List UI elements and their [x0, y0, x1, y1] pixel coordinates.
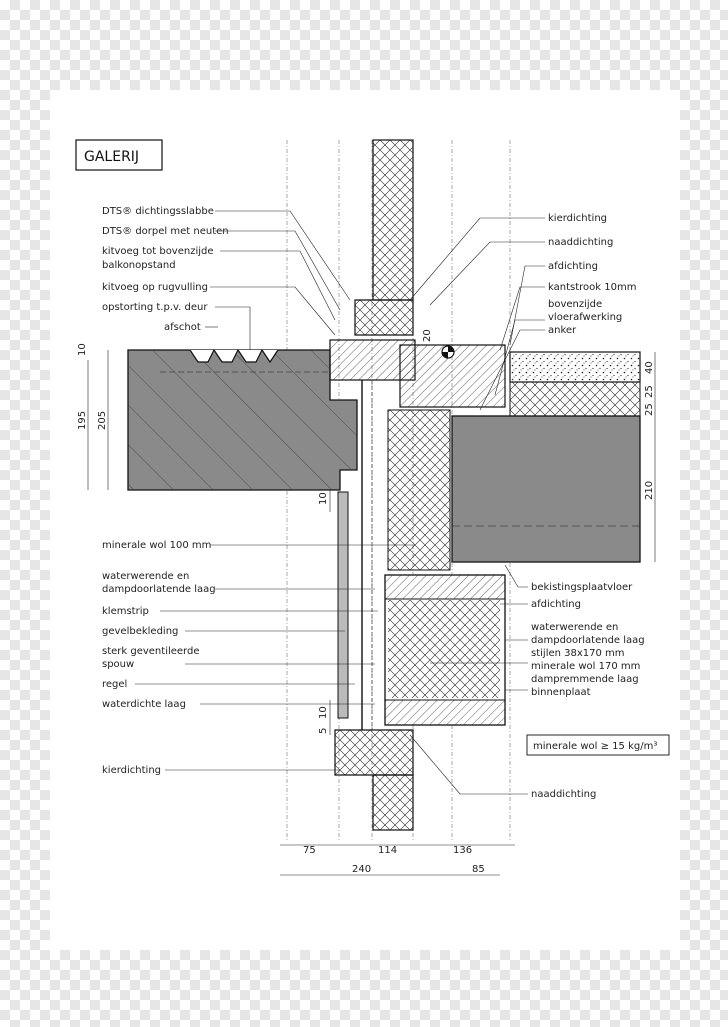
- infill-top-stud: [384, 574, 506, 600]
- dim-left-195: 195: [77, 411, 88, 430]
- label-right: afdichting: [548, 261, 598, 272]
- dim-bottom-85: 85: [472, 864, 485, 875]
- label-right: anker: [548, 325, 577, 336]
- label-right: naaddichting: [531, 789, 596, 800]
- label-left: waterdichte laag: [102, 699, 186, 710]
- dim-bottom-136: 136: [453, 845, 472, 856]
- infill-bottom-stud: [384, 699, 506, 726]
- dim-left-205: 205: [97, 411, 108, 430]
- label-right: kierdichting: [548, 213, 607, 224]
- infill-wool: [388, 600, 500, 698]
- label-right: naaddichting: [548, 237, 613, 248]
- label-right: kantstrook 10mm: [548, 282, 636, 293]
- gevelbekleding: [337, 491, 349, 719]
- dim-right-25b: 25: [644, 403, 655, 416]
- left-labels: DTS® dichtingsslabbe DTS® dorpel met neu…: [102, 206, 229, 776]
- dim-right-210: 210: [644, 481, 655, 500]
- label-right: afdichting: [531, 599, 581, 610]
- label-left: waterwerende en: [102, 571, 189, 582]
- label-left: DTS® dichtingsslabbe: [102, 206, 214, 217]
- label-right: minerale wol ≥ 15 kg/m³: [533, 741, 657, 752]
- right-leaders: [409, 217, 545, 795]
- label-right: waterwerende en: [531, 622, 618, 633]
- wall-top-base: [354, 299, 414, 336]
- label-left: spouw: [102, 659, 134, 670]
- label-left: minerale wol 100 mm: [102, 540, 211, 551]
- label-left: opstorting t.p.v. deur: [102, 302, 208, 313]
- dim-right-25a: 25: [644, 385, 655, 398]
- floor-finish: [509, 351, 641, 383]
- label-left: regel: [102, 679, 127, 690]
- label-left: kitvoeg op rugvulling: [102, 282, 208, 293]
- label-right: vloerafwerking: [548, 312, 622, 323]
- left-leaders: [135, 210, 415, 771]
- label-left: sterk geventileerde: [102, 646, 200, 657]
- floor-slab: [451, 415, 641, 563]
- sill-lower: [334, 729, 414, 776]
- dimension-lines: [87, 350, 656, 876]
- cavity-wool: [387, 409, 451, 571]
- label-right: dampdoorlatende laag: [531, 635, 645, 646]
- title-box: [75, 139, 163, 171]
- label-left: dampdoorlatende laag: [102, 584, 216, 595]
- floor-screed: [509, 381, 641, 417]
- label-right: minerale wol 170 mm: [531, 661, 640, 672]
- dim-right-40: 40: [644, 361, 655, 374]
- wall-top: [372, 139, 414, 301]
- label-right: binnenplaat: [531, 687, 591, 698]
- wall-bottom: [372, 774, 414, 831]
- label-left: kierdichting: [102, 765, 161, 776]
- label-left: DTS® dorpel met neuten: [102, 226, 229, 237]
- afschot-profile: [189, 348, 279, 364]
- label-left: gevelbekleding: [102, 626, 178, 637]
- dim-left-top: 10: [77, 343, 88, 356]
- label-right: dampremmende laag: [531, 674, 639, 685]
- label-right: bovenzijde: [548, 299, 602, 310]
- right-labels: kierdichting naaddichting afdichting kan…: [526, 213, 670, 800]
- label-left: klemstrip: [102, 606, 149, 617]
- dim-mid-10b: 10: [318, 706, 329, 719]
- label-right: bekistingsplaatvloer: [531, 582, 633, 593]
- dim-mid-10a: 10: [318, 492, 329, 505]
- dim-mid-20: 20: [422, 329, 433, 342]
- note-box: [526, 734, 670, 756]
- dim-bottom-75: 75: [303, 845, 316, 856]
- balcony-slab-hatch: [128, 350, 357, 490]
- dim-bottom-114: 114: [378, 845, 397, 856]
- dim-bottom-240: 240: [352, 864, 371, 875]
- label-left: afschot: [164, 322, 201, 333]
- label-right: stijlen 38x170 mm: [531, 648, 625, 659]
- dim-mid-5: 5: [318, 728, 329, 734]
- title-text: GALERIJ: [84, 149, 139, 165]
- label-left: balkonopstand: [102, 260, 176, 271]
- label-left: kitvoeg tot bovenzijde: [102, 246, 214, 257]
